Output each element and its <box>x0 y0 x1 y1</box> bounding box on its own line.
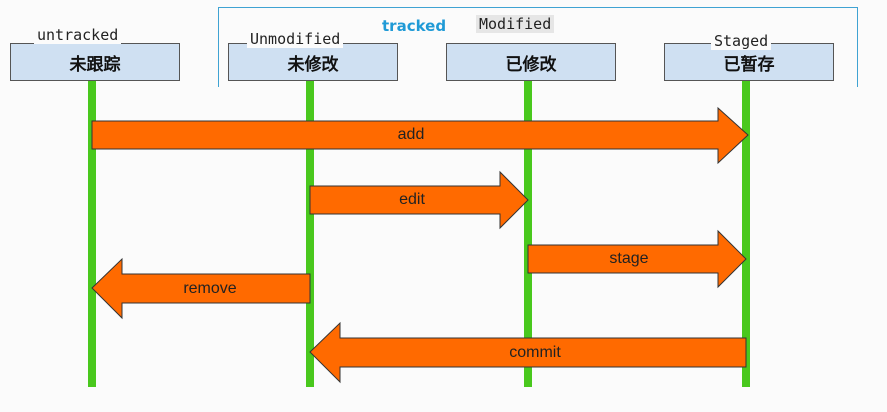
tracked-group-frame <box>218 7 858 87</box>
arrow-add <box>91 106 749 165</box>
arrow-label-stage: stage <box>609 250 649 267</box>
lifeline-staged <box>742 81 750 387</box>
state-label-zh-staged: 已暂存 <box>723 54 775 75</box>
state-label-en-staged: Staged <box>711 32 772 50</box>
lifeline-untracked <box>88 81 96 387</box>
lifeline-unmodified <box>306 81 314 387</box>
tracked-group-label: tracked <box>382 17 447 35</box>
state-box-untracked: 未跟踪 <box>10 43 180 81</box>
arrow-label-edit: edit <box>399 191 425 208</box>
arrow-label-add: add <box>397 126 425 143</box>
lifeline-modified <box>524 81 532 387</box>
state-label-zh-untracked: 未跟踪 <box>69 54 121 75</box>
state-box-unmodified: 未修改 <box>228 43 398 81</box>
state-label-zh-modified: 已修改 <box>505 54 557 75</box>
arrow-label-commit: commit <box>509 344 561 361</box>
state-label-en-untracked: untracked <box>34 26 122 44</box>
arrow-remove <box>91 257 311 320</box>
state-label-zh-unmodified: 未修改 <box>287 54 339 75</box>
state-label-en-modified: Modified <box>476 15 555 33</box>
arrow-label-remove: remove <box>183 280 237 297</box>
state-label-en-unmodified: Unmodified <box>247 30 344 48</box>
state-box-modified: 已修改 <box>446 43 616 81</box>
arrow-edit <box>309 170 529 230</box>
arrow-stage <box>527 229 747 289</box>
arrow-commit <box>309 321 747 384</box>
